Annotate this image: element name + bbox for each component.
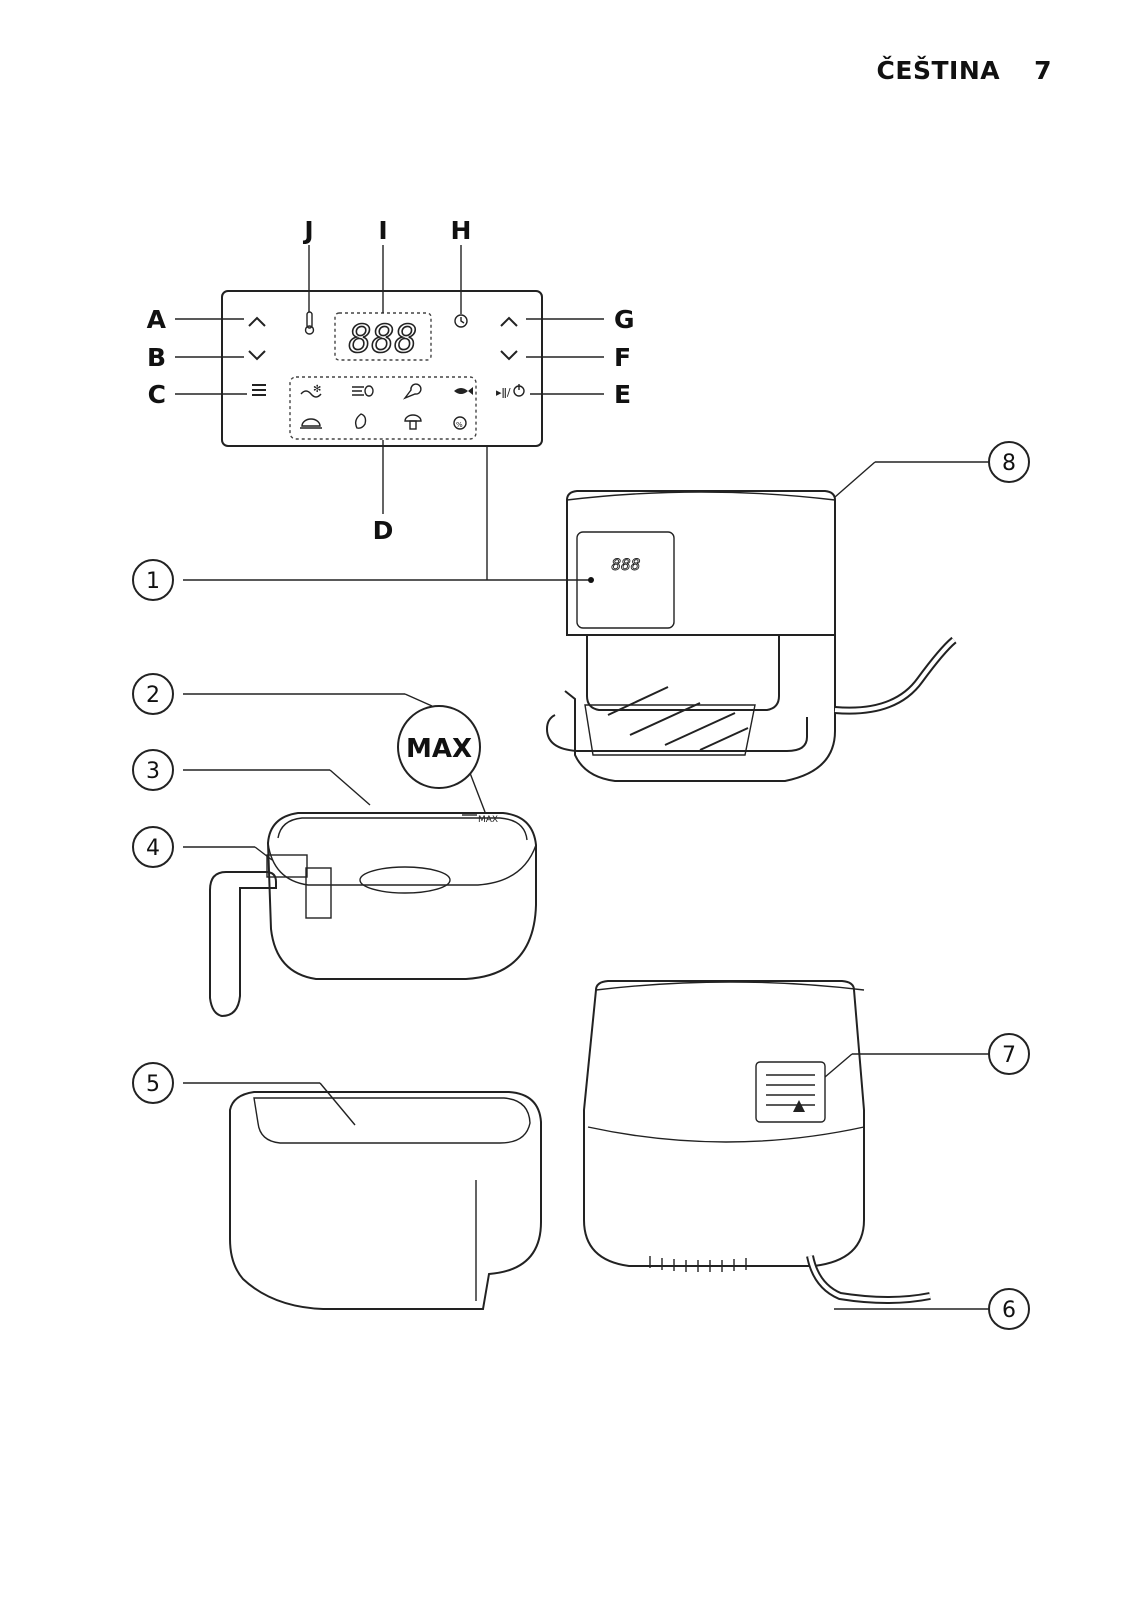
callout-i: I (378, 216, 387, 245)
callout-d: D (373, 516, 394, 545)
callout-h: H (451, 216, 472, 245)
airfryer-front-drawing: 888 (545, 461, 989, 782)
preset-vegetable-icon (354, 413, 367, 429)
page-header: ČEŠTINA 7 (877, 56, 1052, 85)
menu-icon (252, 384, 266, 396)
max-mark-zoom: MAX (406, 734, 472, 764)
small-display: 888 (612, 555, 641, 574)
part-7: 7 (1002, 1043, 1016, 1068)
temperature-up-icon (248, 316, 266, 327)
clock-icon (454, 314, 468, 328)
part-4: 4 (146, 836, 160, 861)
preset-fish-icon (454, 387, 473, 395)
preset-meat-icon (352, 385, 374, 397)
part-6: 6 (1002, 1298, 1016, 1323)
part-3: 3 (146, 759, 160, 784)
outer-basket-drawing (183, 1082, 542, 1310)
callout-e: E (614, 380, 631, 409)
callout-f: F (614, 343, 631, 372)
part-8: 8 (1002, 451, 1016, 476)
callout-j: J (302, 216, 313, 245)
temperature-down-icon (248, 350, 266, 361)
callout-g: G (614, 305, 635, 334)
preset-area (289, 376, 477, 440)
start-power-icon: ▸ǁ/ (496, 384, 525, 399)
svg-text:▸ǁ/: ▸ǁ/ (496, 386, 511, 399)
thermometer-icon (304, 311, 315, 335)
preset-cake-icon (300, 418, 322, 429)
preset-mushroom-icon (404, 414, 422, 430)
callout-b: B (147, 343, 166, 372)
control-panel-detail: 888 ▸ǁ/ ✻ (147, 216, 635, 581)
svg-text:✻: ✻ (313, 384, 321, 395)
part-5: 5 (146, 1072, 160, 1097)
vent-grille (755, 1061, 826, 1123)
panel-leaders (175, 245, 604, 581)
page-number: 7 (1034, 56, 1052, 85)
airfryer-back-drawing (583, 980, 989, 1310)
preset-keep-warm-icon: % (453, 416, 467, 430)
part-callouts: 1 2 3 4 5 6 7 8 (132, 441, 1030, 1330)
segment-display: 888 (349, 317, 418, 361)
time-up-icon (500, 316, 518, 327)
part-1: 1 (146, 569, 160, 594)
svg-text:%: % (456, 421, 463, 429)
language-label: ČEŠTINA (876, 56, 1001, 85)
preset-chicken-icon (402, 383, 422, 400)
preset-frozen-icon: ✻ (300, 384, 322, 398)
time-down-icon (500, 350, 518, 361)
callout-c: C (148, 380, 166, 409)
basket-drawing: MAX MAX (183, 693, 537, 1018)
part-2: 2 (146, 683, 160, 708)
max-mark-small: MAX (478, 815, 498, 825)
callout-a: A (147, 305, 167, 334)
